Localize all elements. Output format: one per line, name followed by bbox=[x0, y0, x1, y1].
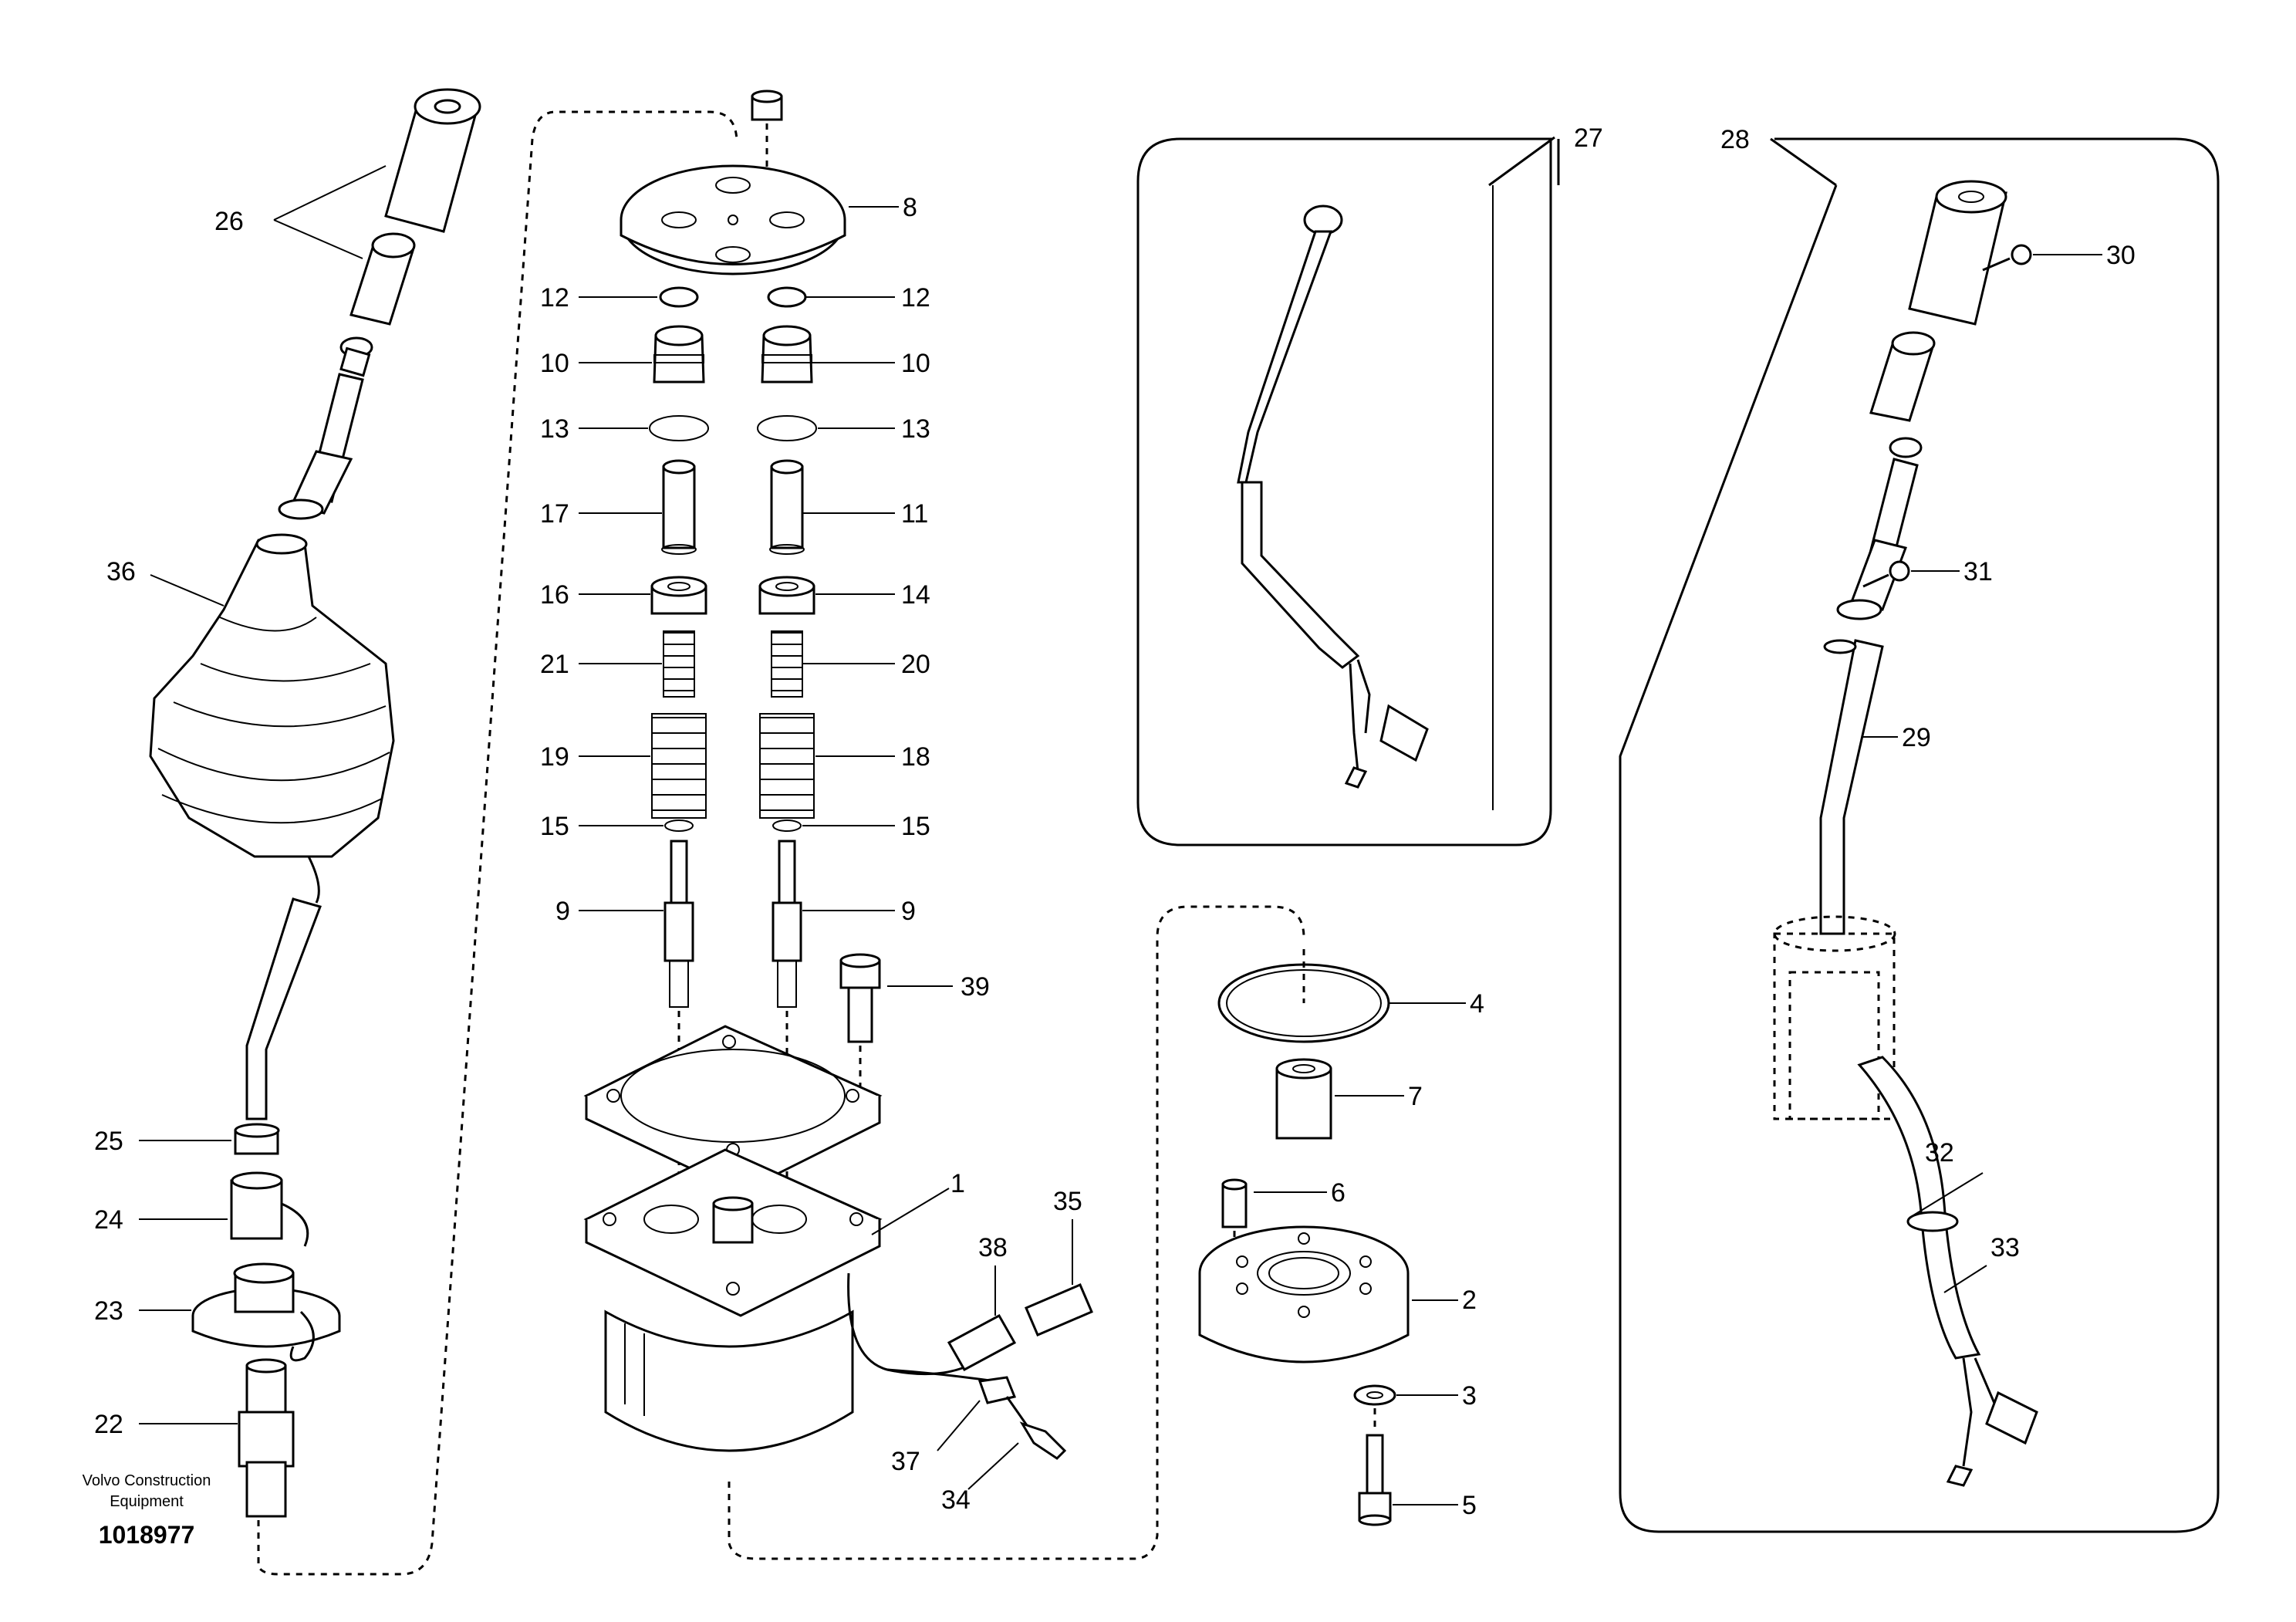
cap-screw bbox=[1358, 1434, 1392, 1526]
callout-9-right: 9 bbox=[901, 897, 916, 926]
plate bbox=[191, 1262, 341, 1362]
bushing bbox=[1275, 1058, 1332, 1140]
callout-8: 8 bbox=[903, 193, 917, 222]
bolt bbox=[839, 953, 881, 1043]
valve-stack bbox=[579, 90, 1305, 1560]
callout-3: 3 bbox=[1462, 1381, 1477, 1411]
callout-14: 14 bbox=[901, 580, 930, 610]
sleeve bbox=[230, 1171, 309, 1247]
callout-1: 1 bbox=[950, 1169, 965, 1198]
callout-10-left: 10 bbox=[540, 349, 569, 378]
callout-20: 20 bbox=[901, 650, 930, 679]
callout-labels: 1 2 3 4 5 6 7 8 9 9 10 10 11 12 12 13 13… bbox=[94, 123, 2136, 1520]
callout-36: 36 bbox=[106, 557, 136, 586]
screw-30 bbox=[1982, 244, 2032, 272]
callout-30: 30 bbox=[2106, 241, 2136, 270]
callout-11: 11 bbox=[901, 499, 928, 529]
callout-23: 23 bbox=[94, 1296, 123, 1326]
flange bbox=[1198, 1225, 1410, 1363]
callout-28: 28 bbox=[1720, 125, 1750, 154]
callout-15-left: 15 bbox=[540, 812, 569, 841]
mounting-parts bbox=[1198, 949, 1466, 1526]
lever-shaft bbox=[278, 336, 373, 520]
callout-7: 7 bbox=[1408, 1082, 1423, 1111]
gasket-plate bbox=[583, 1025, 883, 1194]
callout-22: 22 bbox=[94, 1410, 123, 1439]
callout-39: 39 bbox=[961, 972, 990, 1002]
connector-35 bbox=[1025, 1283, 1093, 1336]
callout-19: 19 bbox=[540, 742, 569, 772]
callout-34: 34 bbox=[941, 1485, 971, 1515]
callout-2: 2 bbox=[1462, 1286, 1477, 1315]
callout-9-left: 9 bbox=[555, 897, 570, 926]
company-name-line1: Volvo Construction bbox=[83, 1472, 211, 1489]
terminal-34 bbox=[1019, 1421, 1067, 1460]
drawing-caption: Volvo Construction Equipment 1018977 bbox=[83, 1472, 211, 1549]
valve-body bbox=[583, 1148, 883, 1452]
drawing-number: 1018977 bbox=[99, 1521, 195, 1549]
callout-29: 29 bbox=[1902, 723, 1931, 752]
nut bbox=[234, 1123, 280, 1155]
callout-12-left: 12 bbox=[540, 283, 569, 313]
washer bbox=[1353, 1384, 1396, 1406]
callout-18: 18 bbox=[901, 742, 930, 772]
callout-38: 38 bbox=[978, 1233, 1008, 1262]
left-stack bbox=[649, 286, 709, 1008]
detail-box-28 bbox=[1619, 137, 2220, 1533]
callout-13-right: 13 bbox=[901, 414, 930, 444]
cable-harness-27 bbox=[1237, 204, 1429, 789]
callout-4: 4 bbox=[1470, 989, 1484, 1019]
right-stack bbox=[757, 286, 817, 1008]
callout-17: 17 bbox=[540, 499, 569, 529]
callout-10-right: 10 bbox=[901, 349, 930, 378]
connector-38 bbox=[947, 1313, 1017, 1372]
callout-12-right: 12 bbox=[901, 283, 930, 313]
screw-31 bbox=[1862, 560, 1910, 588]
callout-32: 32 bbox=[1925, 1138, 1954, 1168]
rubber-boot bbox=[149, 533, 395, 858]
callout-35: 35 bbox=[1053, 1187, 1082, 1216]
handle-assembly-28 bbox=[1773, 180, 2038, 1487]
callout-37: 37 bbox=[891, 1447, 920, 1476]
universal-joint bbox=[238, 1358, 295, 1518]
callout-24: 24 bbox=[94, 1205, 123, 1235]
callout-13-left: 13 bbox=[540, 414, 569, 444]
handle-grip bbox=[384, 88, 481, 233]
callout-27: 27 bbox=[1574, 123, 1603, 153]
callout-31: 31 bbox=[1963, 557, 1993, 586]
lever-assembly-left bbox=[139, 88, 738, 1576]
top-plate bbox=[620, 164, 846, 275]
callout-21: 21 bbox=[540, 650, 569, 679]
top-cap bbox=[751, 90, 783, 121]
callout-26: 26 bbox=[214, 207, 244, 236]
callout-6: 6 bbox=[1331, 1178, 1346, 1208]
company-name-line2: Equipment bbox=[110, 1493, 184, 1510]
handle-insert bbox=[349, 232, 416, 326]
pin bbox=[1221, 1178, 1248, 1228]
callout-16: 16 bbox=[540, 580, 569, 610]
detail-box-27 bbox=[1136, 136, 1560, 846]
callout-33: 33 bbox=[1990, 1233, 2020, 1262]
callout-25: 25 bbox=[94, 1127, 123, 1156]
callout-5: 5 bbox=[1462, 1491, 1477, 1520]
callout-15-right: 15 bbox=[901, 812, 930, 841]
